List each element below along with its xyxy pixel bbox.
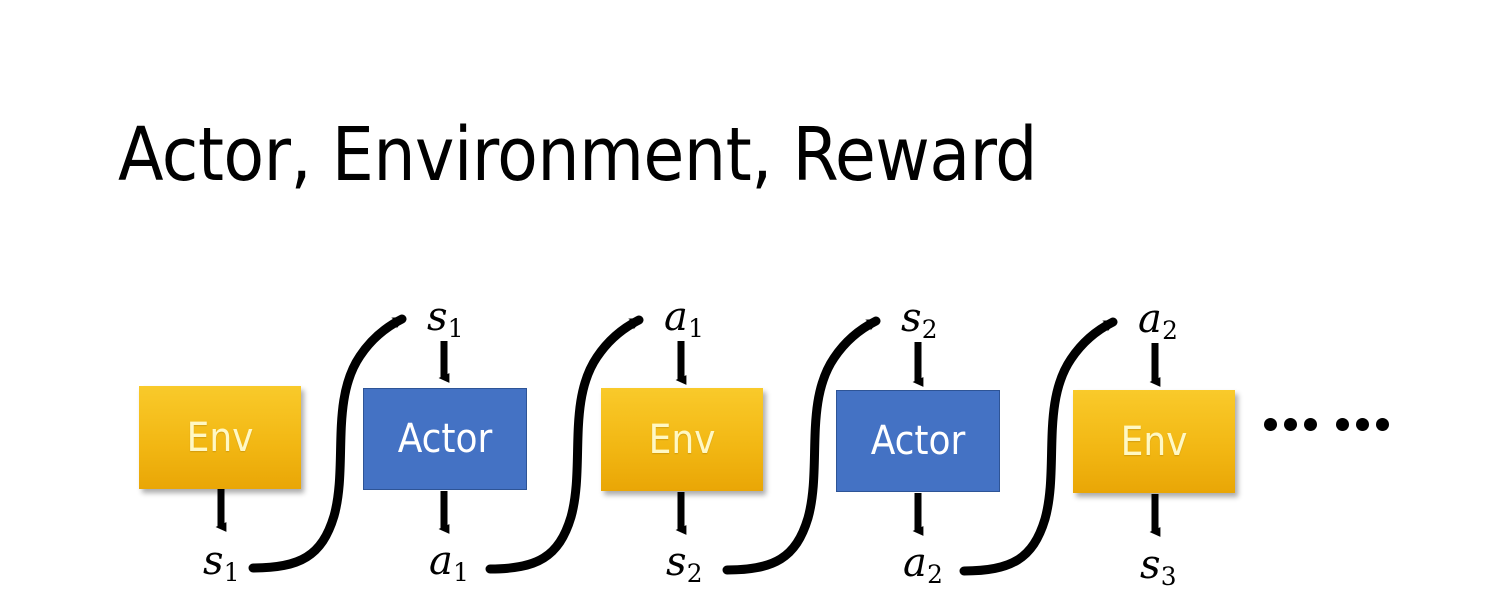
ellipsis-dot [1284, 418, 1297, 431]
label-base: s [666, 539, 687, 585]
vertical-arrows-into-blocks [438, 341, 1161, 387]
block-actor-2[interactable]: Actor [836, 390, 1000, 492]
label-top-s2: s2 [901, 295, 938, 342]
page-title: Actor, Environment, Reward [118, 112, 1037, 198]
vertical-arrows-out-of-blocks [215, 489, 1161, 537]
label-top-s1: s1 [427, 294, 464, 341]
label-sub: 2 [1162, 315, 1178, 345]
block-env-2[interactable]: Env [601, 388, 763, 491]
block-env-3[interactable]: Env [1073, 390, 1235, 493]
ellipsis-dot [1376, 418, 1389, 431]
ellipsis-gap [1324, 424, 1329, 425]
label-base: a [664, 294, 688, 340]
label-base: a [429, 538, 453, 584]
label-sub: 1 [223, 557, 240, 587]
label-bottom-s1: s1 [203, 538, 240, 585]
label-top-a2: a2 [1138, 296, 1178, 343]
label-base: s [427, 294, 448, 340]
ellipsis-dot [1356, 418, 1369, 431]
label-base: a [903, 540, 927, 586]
continuation-ellipsis [1264, 418, 1389, 431]
label-base: s [1140, 542, 1161, 588]
block-env-1[interactable]: Env [139, 386, 301, 489]
label-base: s [203, 538, 224, 584]
label-sub: 1 [688, 313, 704, 343]
label-sub: 1 [453, 557, 469, 587]
label-sub: 2 [921, 314, 938, 344]
label-base: a [1138, 296, 1162, 342]
label-bottom-a1: a1 [429, 538, 469, 585]
label-base: s [901, 295, 922, 341]
label-sub: 2 [927, 559, 943, 589]
label-sub: 3 [1160, 561, 1177, 591]
label-sub: 1 [447, 313, 464, 343]
label-sub: 2 [686, 558, 703, 588]
block-actor-1[interactable]: Actor [363, 388, 527, 490]
ellipsis-dot [1336, 418, 1349, 431]
label-bottom-s3: s3 [1140, 542, 1177, 589]
label-bottom-a2: a2 [903, 540, 943, 587]
ellipsis-dot [1264, 418, 1277, 431]
ellipsis-dot [1304, 418, 1317, 431]
label-bottom-s2: s2 [666, 539, 703, 586]
label-top-a1: a1 [664, 294, 704, 341]
